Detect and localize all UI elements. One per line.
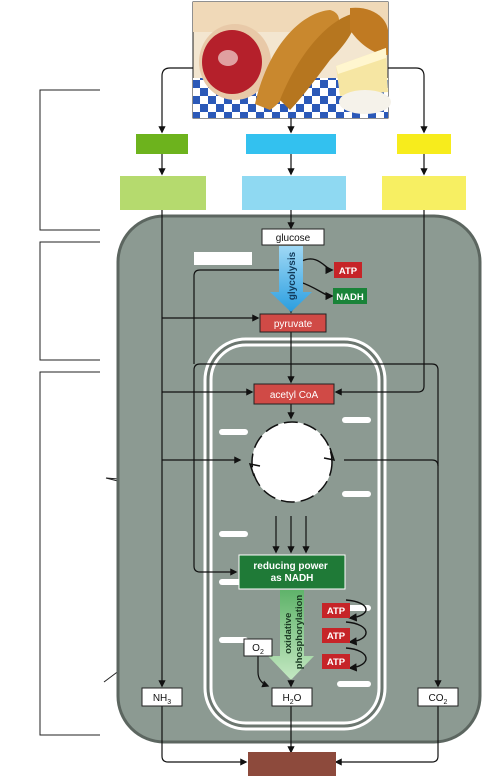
- category-arrows: [158, 154, 428, 176]
- waste-products-box: [248, 752, 336, 776]
- o2-sub: 2: [260, 649, 264, 656]
- glycolysis-product-arrows: [299, 258, 334, 301]
- glucose-box: glucose: [261, 228, 325, 246]
- pyruvate-label: pyruvate: [274, 319, 313, 330]
- glucose-label: glucose: [276, 233, 311, 244]
- co2-sub: 2: [444, 699, 448, 706]
- simple-sugars-box: [242, 176, 346, 210]
- h2o-box: H2O: [271, 687, 313, 707]
- h2o-sub: 2: [290, 699, 294, 706]
- glycolysis-label: glycolysis: [287, 251, 298, 300]
- food-photo-icon: [192, 1, 391, 119]
- nh3-sub: 3: [167, 699, 171, 706]
- h2o-h: H: [283, 693, 290, 704]
- fat-box: [397, 134, 451, 154]
- h2o-o: O: [294, 693, 302, 704]
- flow-lines: [158, 210, 442, 766]
- nadh-label: NADH: [336, 292, 364, 303]
- oxphos-line2: phosphorylation: [294, 595, 305, 670]
- pyruvate-box: pyruvate: [259, 313, 327, 333]
- reducing-power-box: reducing power as NADH: [238, 554, 346, 590]
- atp-badge-glycolysis: ATP: [334, 262, 362, 278]
- carbohydrate-box: [246, 134, 336, 154]
- reducing-line1: reducing power: [253, 561, 328, 572]
- protein-box: [136, 134, 188, 154]
- co2-box: CO2: [417, 687, 459, 707]
- atp-label: ATP: [327, 657, 346, 668]
- nh3-label: NH3: [153, 693, 171, 706]
- o2-o: O: [252, 643, 260, 654]
- reducing-line2: as NADH: [271, 573, 314, 584]
- reducing-power-label: reducing power as NADH: [253, 561, 330, 584]
- atp-label: ATP: [339, 266, 358, 277]
- nh3-box: NH3: [141, 687, 183, 707]
- nadh-badge-glycolysis: NADH: [333, 288, 367, 304]
- nh3-nh: NH: [153, 693, 167, 704]
- oxidative-label: oxidative phosphorylation: [283, 595, 305, 670]
- glycolysis-arrow: glycolysis: [270, 246, 312, 312]
- o2-label: O2: [252, 643, 264, 656]
- atp-badge-oxphos-3: ATP: [322, 654, 350, 669]
- food-split-arrows: [158, 67, 428, 134]
- oxidative-phosphorylation-arrow: oxidative phosphorylation: [268, 590, 314, 680]
- co2-label: CO2: [429, 693, 448, 706]
- oxphos-line1: oxidative: [283, 613, 294, 654]
- atp-badge-oxphos-1: ATP: [322, 603, 350, 618]
- atp-badge-oxphos-2: ATP: [322, 628, 350, 643]
- amino-acids-box: [120, 176, 206, 210]
- acetyl-coa-label: acetyl CoA: [270, 390, 319, 401]
- fatty-acids-box: [382, 176, 466, 210]
- h2o-label: H2O: [283, 693, 302, 706]
- atp-label: ATP: [327, 631, 346, 642]
- oxphos-atp-arrows: [345, 599, 367, 672]
- acetyl-coa-box: acetyl CoA: [253, 383, 335, 405]
- atp-label: ATP: [327, 606, 346, 617]
- o2-box: O2: [243, 638, 273, 657]
- co2-co: CO: [429, 693, 444, 704]
- citric-acid-cycle: [248, 421, 336, 503]
- cytosol-label-blank: [194, 252, 252, 265]
